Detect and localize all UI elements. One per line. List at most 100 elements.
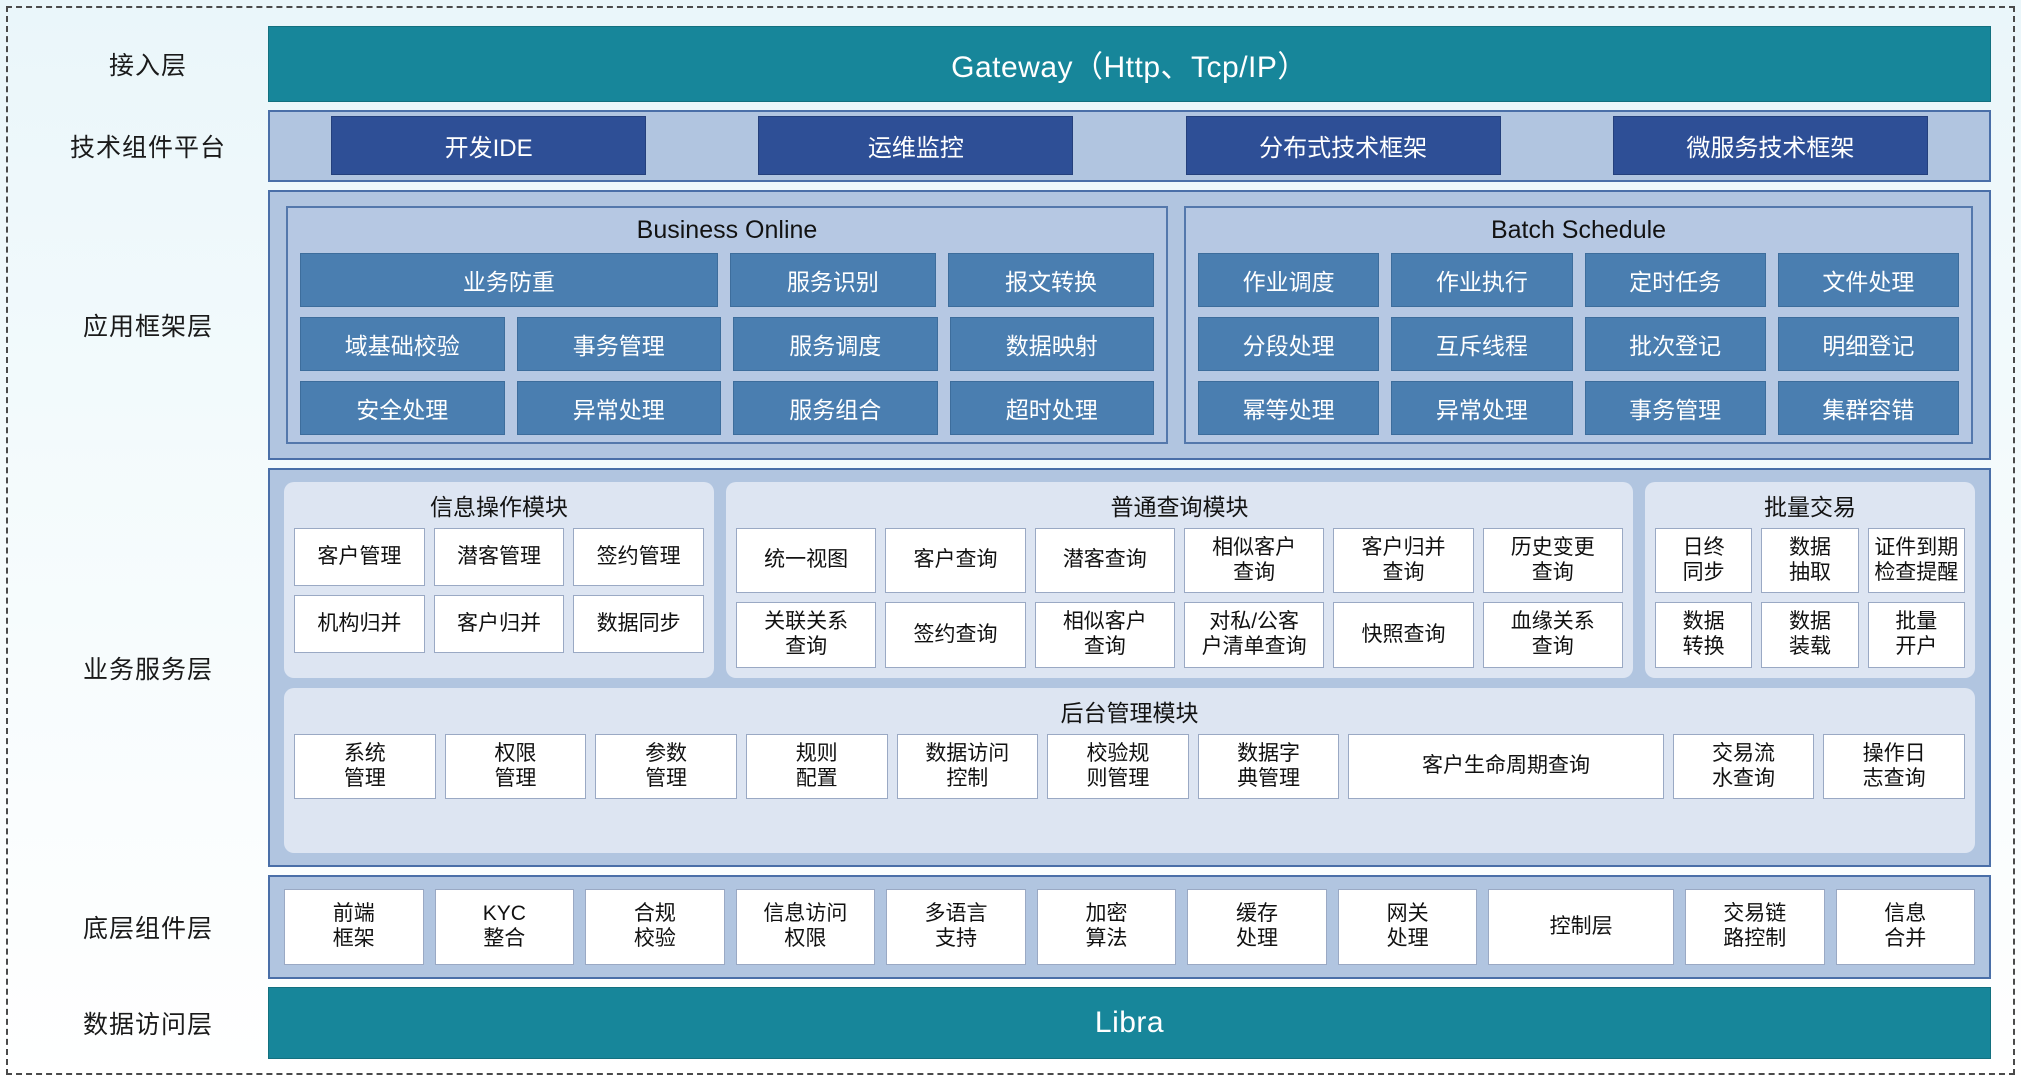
back-chip-data-dict[interactable]: 数据字典管理 [1197,733,1340,800]
info-chip-prospect-mgmt[interactable]: 潜客管理 [433,527,565,586]
info-module-row-2: 机构归并 客户归并 数据同步 [294,594,705,653]
bt-chip-eod-sync[interactable]: 日终同步 [1655,527,1753,594]
bo-chip-msg-conv[interactable]: 报文转换 [947,252,1154,307]
business-online-grid: 业务防重 服务识别 报文转换 域基础校验 事务管理 服务调度 数据映射 [300,252,1154,435]
query-module-grid: 统一视图 客户查询 潜客查询 相似客户查询 客户归并查询 历史变更查询 关联关系… [736,527,1623,668]
info-chip-data-sync[interactable]: 数据同步 [573,594,705,653]
bo-chip-security[interactable]: 安全处理 [300,380,505,435]
gateway-bar[interactable]: Gateway（Http、Tcp/IP） [268,26,1991,102]
query-chip-history-change[interactable]: 历史变更查询 [1482,527,1623,594]
business-online-row-2: 域基础校验 事务管理 服务调度 数据映射 [300,316,1154,371]
info-chip-customer-mgmt[interactable]: 客户管理 [294,527,425,586]
query-chip-similar-cust2[interactable]: 相似客户查询 [1034,602,1175,668]
business-service-modules-row: 信息操作模块 客户管理 潜客管理 签约管理 机构归并 客户归并 [284,481,1975,678]
comp-chip-info-access-perm[interactable]: 信息访问权限 [735,889,876,966]
panel-title-batch-schedule: Batch Schedule [1490,215,1667,244]
bs-chip-exception[interactable]: 异常处理 [1391,380,1573,435]
query-chip-lineage[interactable]: 血缘关系查询 [1482,602,1623,668]
comp-chip-multilang-support[interactable]: 多语言支持 [886,889,1026,966]
bo-chip-domain-check[interactable]: 域基础校验 [300,316,505,371]
bs-chip-job-schedule[interactable]: 作业调度 [1198,252,1380,307]
backend-module-row: 系统管理 权限管理 参数管理 规则配置 数据访问控制 校验规则管理 数据字典管理… [294,733,1965,800]
bo-chip-svc-compose[interactable]: 服务组合 [733,380,938,435]
comp-chip-gateway-processing[interactable]: 网关处理 [1337,889,1478,966]
card-query-module: 普通查询模块 统一视图 客户查询 潜客查询 相似客户查询 客户归并查询 历史变更… [726,481,1633,678]
panel-business-online: Business Online 业务防重 服务识别 报文转换 域基础校验 事务管… [286,205,1168,444]
data-access-body: Libra [268,987,1991,1060]
bs-chip-tx-mgmt[interactable]: 事务管理 [1584,380,1766,435]
back-chip-system-mgmt[interactable]: 系统管理 [294,733,436,800]
layer-label-app-framework: 应用框架层 [82,312,213,341]
info-chip-contract-mgmt[interactable]: 签约管理 [573,527,705,586]
info-chip-cust-merge[interactable]: 客户归并 [433,594,565,653]
card-backend-module: 后台管理模块 系统管理 权限管理 参数管理 规则配置 数据访问控制 校验规则管理… [284,687,1975,854]
bo-chip-anti-dup[interactable]: 业务防重 [300,252,718,307]
comp-chip-cache-processing[interactable]: 缓存处理 [1187,889,1327,966]
bs-chip-job-exec[interactable]: 作业执行 [1391,252,1573,307]
comp-chip-tx-chain-control[interactable]: 交易链路控制 [1684,889,1825,966]
query-chip-unified-view[interactable]: 统一视图 [736,527,877,594]
business-service-body: 信息操作模块 客户管理 潜客管理 签约管理 机构归并 客户归并 [268,467,1991,868]
bt-chip-data-convert[interactable]: 数据转换 [1655,602,1753,668]
bo-chip-svc-ident[interactable]: 服务识别 [729,252,936,307]
query-chip-contract[interactable]: 签约查询 [885,602,1026,668]
tech-chip-microservice[interactable]: 微服务技术框架 [1612,116,1928,176]
bs-chip-mutex-thread[interactable]: 互斥线程 [1391,316,1573,371]
card-title-batch-trade: 批量交易 [1764,493,1856,520]
bs-chip-segment[interactable]: 分段处理 [1198,316,1380,371]
comp-chip-control-layer[interactable]: 控制层 [1488,889,1674,966]
panel-batch-schedule: Batch Schedule 作业调度 作业执行 定时任务 文件处理 分段处理 … [1184,205,1973,444]
bo-chip-svc-dispatch[interactable]: 服务调度 [733,316,938,371]
tech-chip-ide[interactable]: 开发IDE [331,116,647,176]
comp-chip-compliance-check[interactable]: 合规校验 [585,889,725,966]
batch-schedule-row-1: 作业调度 作业执行 定时任务 文件处理 [1198,252,1959,307]
bo-chip-timeout[interactable]: 超时处理 [949,380,1154,435]
app-framework-body: Business Online 业务防重 服务识别 报文转换 域基础校验 事务管… [268,189,1991,460]
layer-stack: 接入层 Gateway（Http、Tcp/IP） 技术组件平台 开发IDE 运维… [10,10,2011,1071]
bs-chip-batch-reg[interactable]: 批次登记 [1584,316,1766,371]
query-chip-snapshot[interactable]: 快照查询 [1333,602,1474,668]
card-info-module: 信息操作模块 客户管理 潜客管理 签约管理 机构归并 客户归并 [284,481,714,678]
bs-chip-idempotent[interactable]: 幂等处理 [1198,380,1380,435]
bo-chip-exception[interactable]: 异常处理 [516,380,721,435]
back-chip-lifecycle-query[interactable]: 客户生命周期查询 [1348,733,1664,800]
query-chip-cust-merge[interactable]: 客户归并查询 [1333,527,1474,594]
back-chip-permission-mgmt[interactable]: 权限管理 [444,733,587,800]
query-chip-relation[interactable]: 关联关系查询 [736,602,877,668]
back-chip-oplog-query[interactable]: 操作日志查询 [1823,733,1965,800]
bs-chip-file-proc[interactable]: 文件处理 [1777,252,1959,307]
bt-chip-batch-open[interactable]: 批量开户 [1867,602,1965,668]
bs-chip-cluster-ft[interactable]: 集群容错 [1777,380,1959,435]
back-chip-tx-flow-query[interactable]: 交易流水查询 [1672,733,1815,800]
tech-platform-body: 开发IDE 运维监控 分布式技术框架 微服务技术框架 [268,109,1991,182]
bs-chip-timed-task[interactable]: 定时任务 [1584,252,1766,307]
libra-bar[interactable]: Libra [268,987,1991,1060]
tech-chip-distributed[interactable]: 分布式技术框架 [1185,116,1501,176]
query-module-row-1: 统一视图 客户查询 潜客查询 相似客户查询 客户归并查询 历史变更查询 [736,527,1623,594]
comp-chip-encryption-algo[interactable]: 加密算法 [1036,889,1177,966]
comp-chip-info-merge[interactable]: 信息合并 [1835,889,1976,966]
batch-schedule-row-3: 幂等处理 异常处理 事务管理 集群容错 [1198,380,1959,435]
bo-chip-tx-mgmt[interactable]: 事务管理 [516,316,721,371]
back-chip-param-mgmt[interactable]: 参数管理 [595,733,737,800]
tech-chip-ops[interactable]: 运维监控 [758,116,1074,176]
query-chip-prospect[interactable]: 潜客查询 [1034,527,1175,594]
card-title-info-module: 信息操作模块 [430,493,568,520]
comp-chip-frontend-framework[interactable]: 前端框架 [284,889,424,966]
bt-chip-data-load[interactable]: 数据装载 [1761,602,1859,668]
info-chip-org-merge[interactable]: 机构归并 [294,594,425,653]
back-chip-validation-rule[interactable]: 校验规则管理 [1047,733,1189,800]
bs-chip-detail-reg[interactable]: 明细登记 [1777,316,1959,371]
back-chip-data-access-ctrl[interactable]: 数据访问控制 [896,733,1039,800]
query-chip-cust-list[interactable]: 对私/公客户清单查询 [1183,602,1325,668]
query-chip-similar-cust[interactable]: 相似客户查询 [1183,527,1325,594]
query-chip-customer[interactable]: 客户查询 [885,527,1026,594]
back-chip-rule-config[interactable]: 规则配置 [745,733,888,800]
bo-chip-data-map[interactable]: 数据映射 [949,316,1154,371]
bt-chip-cert-expiry[interactable]: 证件到期检查提醒 [1867,527,1965,594]
bt-chip-data-extract[interactable]: 数据抽取 [1761,527,1859,594]
